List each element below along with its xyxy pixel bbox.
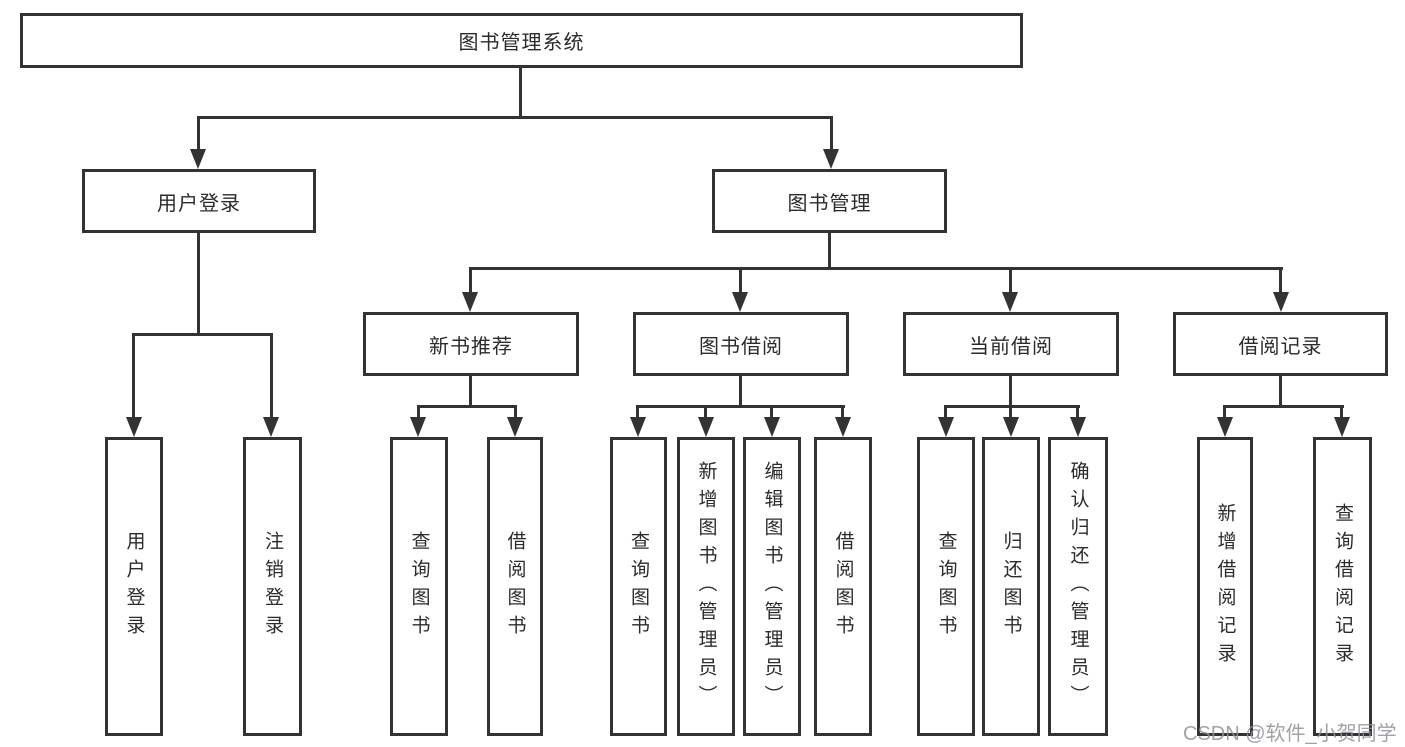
arrow-down-icon: [1334, 417, 1350, 437]
arrow-down-icon: [764, 417, 780, 437]
node-book-borrowing: 图书借阅: [633, 312, 849, 376]
connector-line: [519, 66, 522, 119]
node-book-management: 图书管理: [712, 169, 947, 233]
connector-line: [132, 333, 273, 336]
connector-line: [1223, 405, 1344, 408]
node-label: 查询借阅记录: [1332, 502, 1353, 671]
connector-line: [1223, 405, 1226, 419]
node-label: 图书借阅: [699, 335, 783, 358]
connector-line: [417, 405, 420, 419]
connector-line: [197, 233, 200, 335]
arrow-down-icon: [630, 417, 646, 437]
connector-line: [417, 405, 517, 408]
connector-line: [828, 233, 831, 270]
connector-line: [636, 405, 639, 419]
arrow-down-icon: [507, 417, 523, 437]
connector-line: [1279, 376, 1282, 408]
node-current-borrowing: 当前借阅: [903, 312, 1119, 376]
connector-line: [739, 267, 742, 294]
connector-line: [1009, 267, 1012, 294]
connector-line: [830, 116, 833, 151]
node-label: 查询图书: [935, 530, 957, 643]
node-label: 新书推荐: [429, 335, 513, 358]
node-label: 图书管理: [787, 192, 872, 215]
node-label: 借阅图书: [832, 530, 854, 643]
connector-line: [739, 376, 742, 408]
node-label: 查询图书: [628, 530, 649, 643]
connector-line: [514, 405, 517, 419]
arrow-down-icon: [1070, 417, 1086, 437]
node-new-book-recommendation: 新书推荐: [363, 312, 579, 376]
node-label: 当前借阅: [969, 335, 1053, 358]
arrow-down-icon: [938, 417, 954, 437]
node-leaf-query-books-current: 查询图书: [917, 437, 975, 736]
connector-line: [770, 405, 773, 419]
arrow-down-icon: [462, 292, 478, 312]
node-leaf-confirm-return-admin: 确认归还（管理员）: [1048, 437, 1108, 736]
node-leaf-query-books-borrowing: 查询图书: [610, 437, 667, 736]
connector-line: [197, 116, 833, 119]
arrow-down-icon: [1003, 417, 1019, 437]
connector-line: [1009, 405, 1012, 419]
node-label: 图书管理系统: [458, 32, 585, 54]
arrow-down-icon: [126, 417, 142, 437]
arrow-down-icon: [263, 417, 279, 437]
arrow-down-icon: [835, 417, 851, 437]
arrow-down-icon: [410, 417, 426, 437]
connector-line: [1279, 267, 1282, 294]
arrow-down-icon: [698, 417, 714, 437]
csdn-watermark: CSDN @软件_小贺同学: [1183, 723, 1397, 745]
arrow-down-icon: [1217, 417, 1233, 437]
node-leaf-add-books-admin: 新增图书（管理员）: [677, 437, 735, 736]
connector-line: [270, 333, 273, 419]
node-library-management-system: 图书管理系统: [20, 13, 1023, 68]
node-label: 归还图书: [1000, 530, 1022, 643]
node-borrowing-records: 借阅记录: [1173, 312, 1388, 376]
arrow-down-icon: [1002, 292, 1018, 312]
connector-line: [469, 376, 472, 408]
connector-line: [132, 333, 135, 419]
arrow-down-icon: [190, 149, 206, 169]
node-label: 用户登录: [157, 192, 241, 215]
connector-line: [944, 405, 947, 419]
node-leaf-add-borrow-record: 新增借阅记录: [1197, 437, 1253, 736]
node-label: 确认归还（管理员）: [1067, 460, 1089, 713]
node-label: 用户登录: [123, 530, 145, 643]
node-leaf-edit-books-admin: 编辑图书（管理员）: [743, 437, 801, 736]
node-leaf-logout: 注销登录: [243, 437, 302, 736]
connector-line: [704, 405, 707, 419]
connector-line: [1076, 405, 1079, 419]
node-label: 编辑图书（管理员）: [761, 460, 783, 713]
node-user-login: 用户登录: [82, 169, 316, 233]
node-leaf-query-borrow-record: 查询借阅记录: [1313, 437, 1372, 736]
connector-line: [944, 405, 1080, 408]
connector-line: [1340, 405, 1343, 419]
node-label: 注销登录: [262, 530, 283, 643]
node-label: 借阅图书: [504, 530, 526, 643]
connector-line: [636, 405, 845, 408]
arrow-down-icon: [732, 292, 748, 312]
connector-line: [197, 116, 200, 151]
node-label: 借阅记录: [1238, 335, 1323, 358]
node-label: 查询图书: [408, 530, 430, 643]
node-label: 新增图书（管理员）: [695, 460, 717, 713]
node-leaf-borrow-books-recommend: 借阅图书: [487, 437, 543, 736]
node-leaf-return-books: 归还图书: [982, 437, 1040, 736]
node-leaf-borrow-books: 借阅图书: [814, 437, 872, 736]
node-label: 新增借阅记录: [1214, 502, 1236, 671]
node-leaf-query-books-recommend: 查询图书: [390, 437, 448, 736]
connector-line: [469, 267, 472, 294]
connector-line: [1009, 376, 1012, 408]
connector-line: [841, 405, 844, 419]
connector-line: [469, 267, 1283, 270]
arrow-down-icon: [823, 149, 839, 169]
node-leaf-user-login: 用户登录: [105, 437, 163, 736]
arrow-down-icon: [1273, 292, 1289, 312]
